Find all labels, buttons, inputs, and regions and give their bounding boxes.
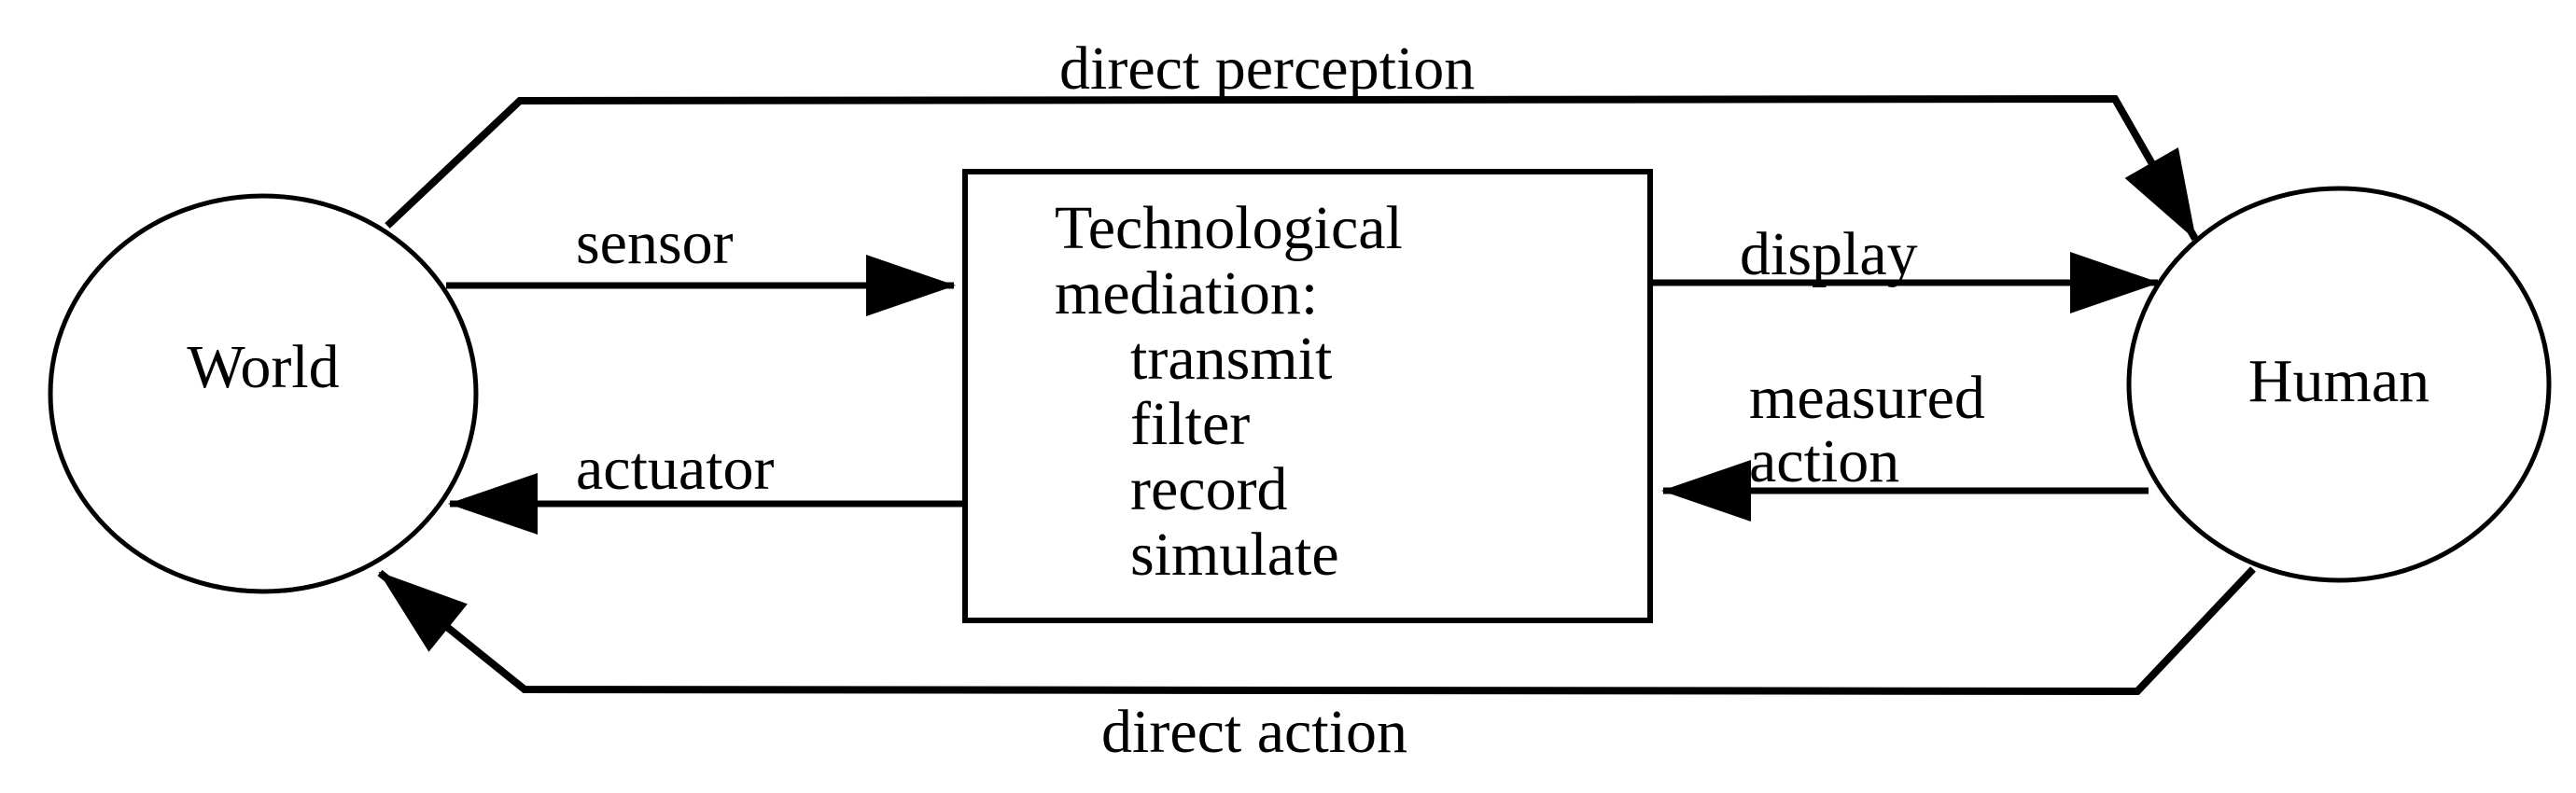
direct-action-arrow <box>377 566 2256 696</box>
measured-action-label-line2: action <box>1749 427 1899 495</box>
direct-perception-label: direct perception <box>1059 35 1475 103</box>
human-node-label: Human <box>2248 347 2429 415</box>
sensor-label: sensor <box>576 209 734 277</box>
measured-action-label-line1: measured <box>1749 364 1985 432</box>
mediation-function-filter: filter <box>1130 390 1250 458</box>
mediation-function-simulate: simulate <box>1130 521 1339 589</box>
display-label: display <box>1740 220 1918 288</box>
mediation-title-line1: Technological <box>1055 194 1403 262</box>
mediation-function-transmit: transmit <box>1130 325 1332 393</box>
direct-action-label: direct action <box>1101 698 1407 766</box>
human-node-circle <box>2126 186 2552 583</box>
actuator-label: actuator <box>576 435 775 503</box>
world-node-circle <box>48 193 479 594</box>
mediation-title-line2: mediation: <box>1055 259 1318 327</box>
world-node-label: World <box>187 333 339 401</box>
mediation-box <box>962 169 1653 623</box>
direct-perception-arrow <box>385 94 2199 241</box>
mediation-function-record: record <box>1130 455 1288 523</box>
